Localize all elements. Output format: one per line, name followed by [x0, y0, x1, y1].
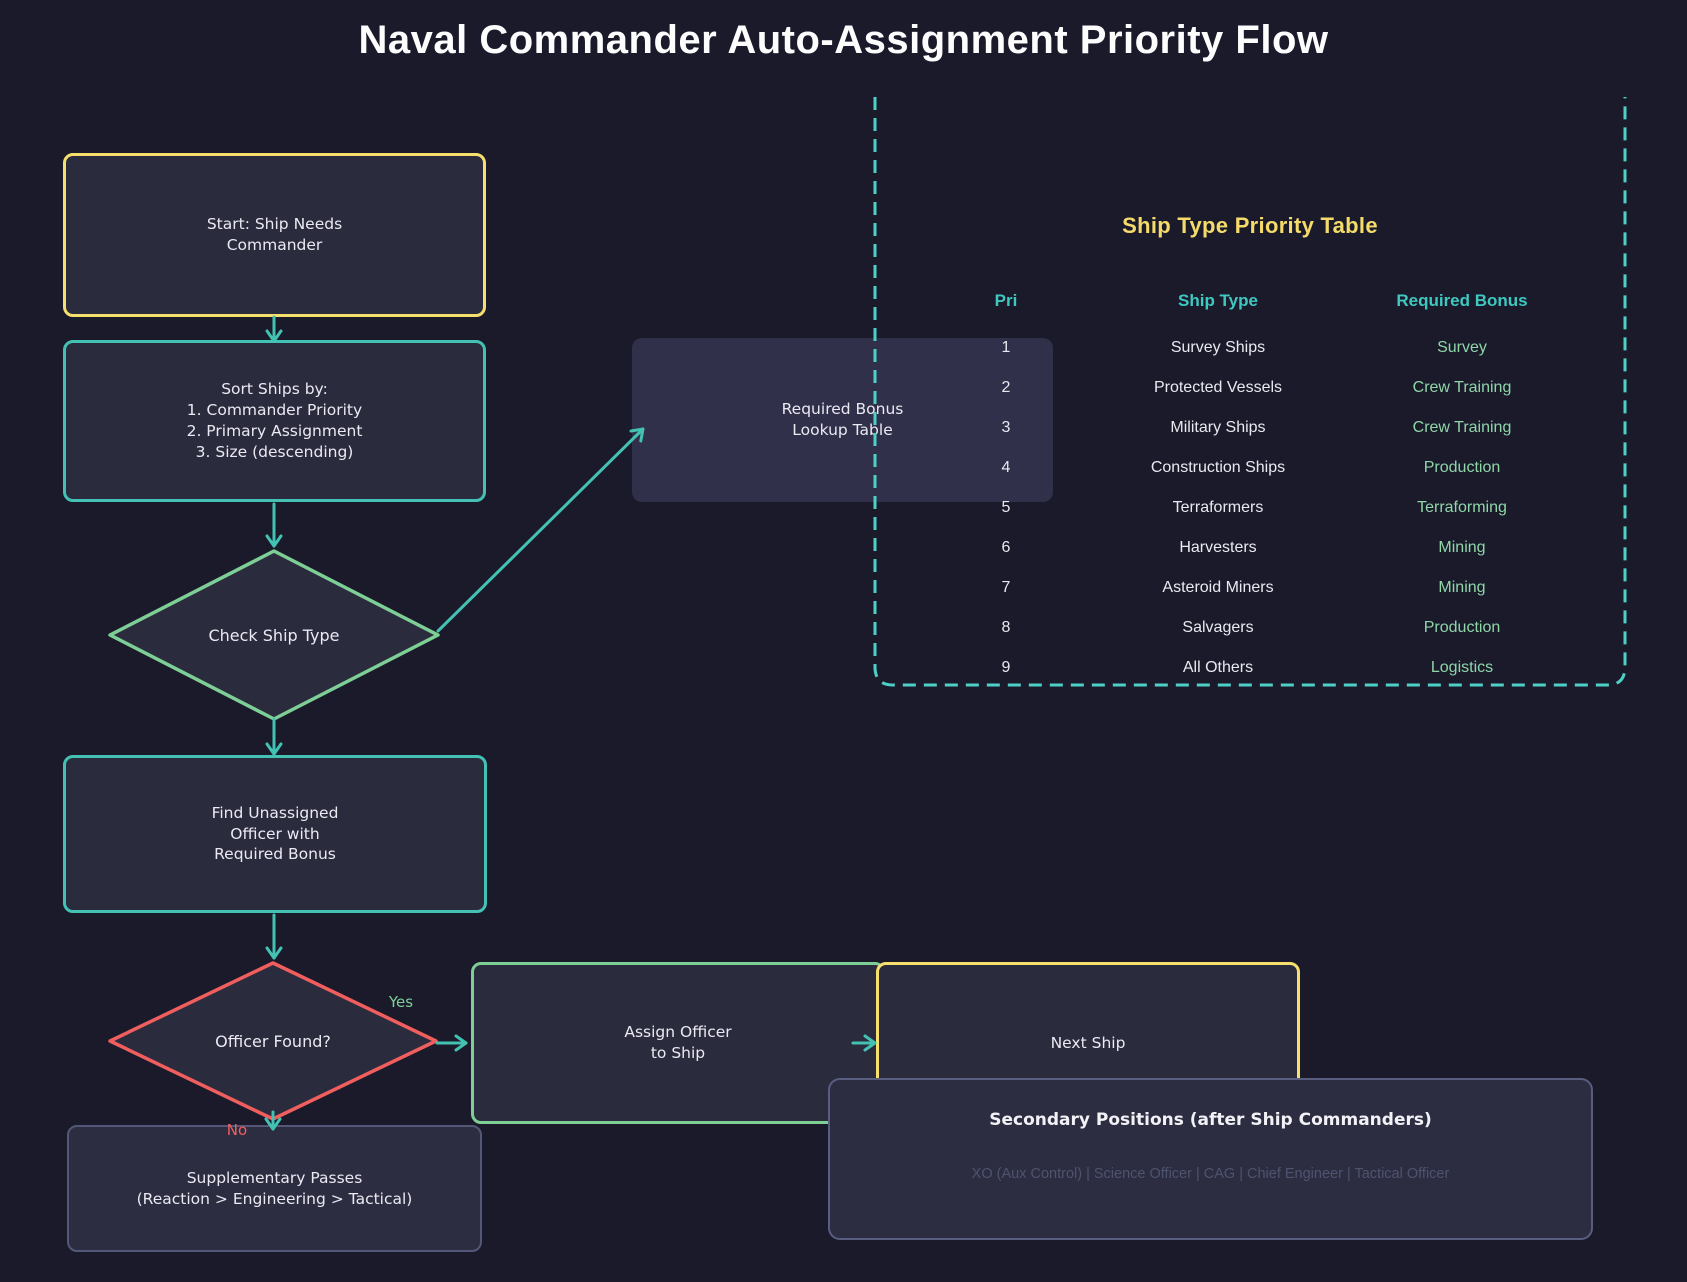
column-header-required-bonus: Required Bonus — [1396, 291, 1528, 310]
node-assign-officer-label: Assign Officer to Ship — [624, 1023, 732, 1062]
cell-pri: 6 — [1001, 539, 1011, 556]
cell-ship-type: All Others — [1182, 659, 1254, 676]
cell-ship-type: Asteroid Miners — [1162, 579, 1274, 596]
cell-required-bonus: Mining — [1438, 539, 1486, 556]
column-header-pri: Pri — [994, 291, 1018, 310]
cell-ship-type: Protected Vessels — [1153, 379, 1283, 396]
node-find-unassigned-officer-label: Find Unassigned Officer with Required Bo… — [211, 803, 339, 864]
secondary-positions-title: Secondary Positions (after Ship Commande… — [989, 1110, 1432, 1130]
cell-pri: 3 — [1001, 419, 1011, 436]
cell-required-bonus: Logistics — [1430, 659, 1494, 676]
node-check-ship-type-label: Check Ship Type — [208, 625, 340, 645]
cell-pri: 9 — [1001, 659, 1011, 676]
cell-required-bonus: Crew Training — [1412, 419, 1512, 436]
cell-required-bonus: Production — [1423, 619, 1501, 636]
node-supplementary-passes-label: Supplementary Passes (Reaction > Enginee… — [136, 1168, 413, 1208]
edge-label-no: No — [226, 1121, 248, 1139]
cell-required-bonus: Crew Training — [1412, 379, 1512, 396]
priority-table-header: Pri Ship Type Required Bonus — [875, 281, 1625, 321]
cell-required-bonus: Survey — [1437, 339, 1487, 356]
node-find-unassigned-officer: Find Unassigned Officer with Required Bo… — [63, 755, 487, 913]
edge-label-yes: Yes — [388, 993, 414, 1011]
node-start: Start: Ship Needs Commander — [63, 153, 486, 317]
cell-pri: 1 — [1001, 339, 1011, 356]
node-officer-found-label: Officer Found? — [215, 1031, 331, 1051]
node-sort-ships: Sort Ships by: 1. Commander Priority 2. … — [63, 340, 486, 502]
secondary-positions-list: XO (Aux Control) | Science Officer | CAG… — [971, 1166, 1450, 1182]
node-supplementary-passes: Supplementary Passes (Reaction > Enginee… — [67, 1125, 482, 1252]
node-assign-officer: Assign Officer to Ship — [471, 962, 885, 1124]
cell-required-bonus: Production — [1423, 459, 1501, 476]
cell-ship-type: Harvesters — [1179, 539, 1257, 556]
cell-pri: 2 — [1001, 379, 1011, 396]
cell-ship-type: Terraformers — [1172, 499, 1264, 516]
cell-ship-type: Military Ships — [1170, 419, 1266, 436]
page-title: Naval Commander Auto-Assignment Priority… — [358, 18, 1329, 62]
cell-ship-type: Salvagers — [1182, 619, 1254, 636]
cell-pri: 4 — [1001, 459, 1011, 476]
cell-ship-type: Survey Ships — [1170, 339, 1266, 356]
secondary-positions-panel: Secondary Positions (after Ship Commande… — [828, 1078, 1593, 1240]
cell-required-bonus: Mining — [1438, 579, 1486, 596]
node-start-label: Start: Ship Needs Commander — [206, 215, 343, 254]
node-next-ship-label: Next Ship — [1050, 1033, 1126, 1052]
cell-pri: 7 — [1001, 579, 1011, 596]
priority-table-rows: 1 Survey Ships Survey 2 Protected Vessel… — [875, 328, 1625, 688]
node-sort-ships-label: Sort Ships by: 1. Commander Priority 2. … — [186, 380, 363, 461]
cell-required-bonus: Terraforming — [1417, 499, 1507, 516]
column-header-ship-type: Ship Type — [1178, 291, 1258, 310]
priority-table-title: Ship Type Priority Table — [1122, 213, 1378, 238]
cell-pri: 8 — [1001, 619, 1011, 636]
cell-ship-type: Construction Ships — [1150, 459, 1286, 476]
cell-pri: 5 — [1001, 499, 1011, 516]
